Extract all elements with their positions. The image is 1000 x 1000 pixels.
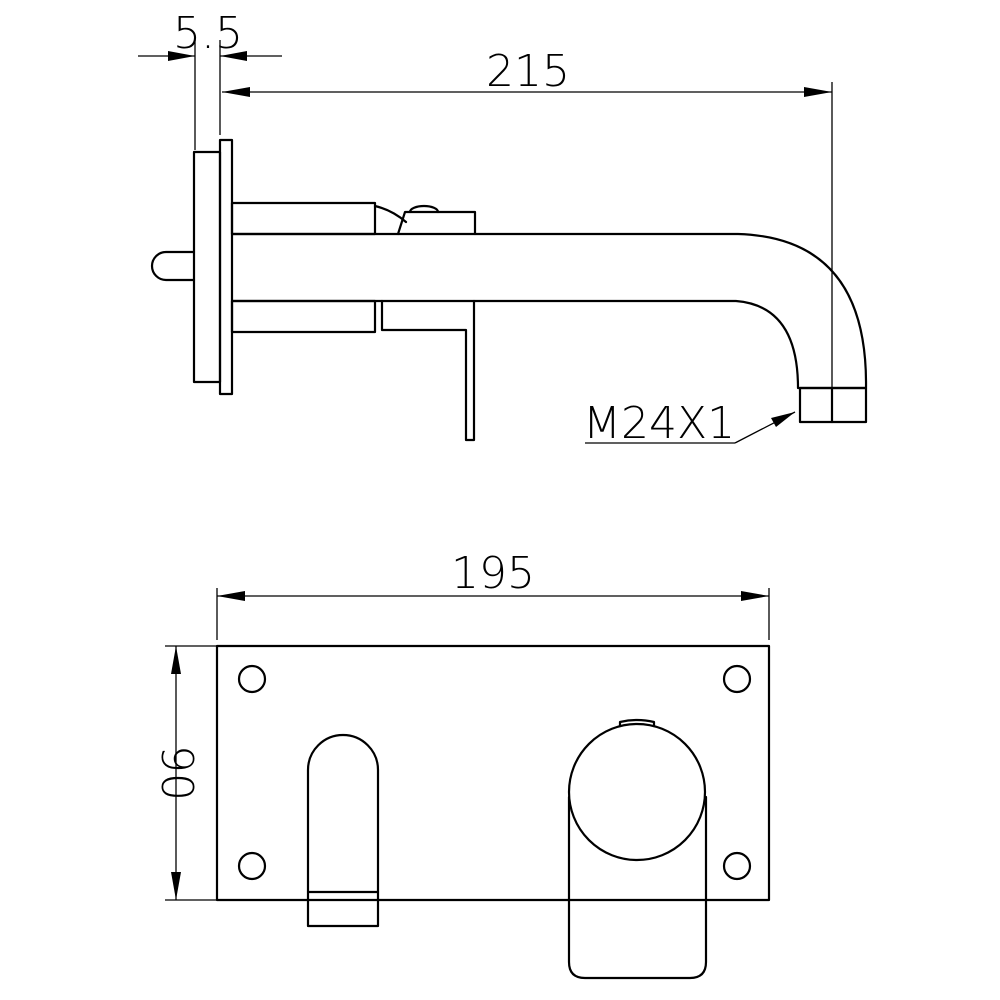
lower-body xyxy=(230,299,377,334)
mounting-hole xyxy=(722,851,752,881)
wall-plate-side xyxy=(192,138,234,396)
lever-top xyxy=(373,204,477,236)
handle-front xyxy=(567,718,708,980)
mounting-hole xyxy=(237,851,267,881)
dim-plate-thickness: 5.5 xyxy=(138,8,282,150)
dim-width: 195 xyxy=(216,548,770,640)
wall-plate-front xyxy=(215,644,771,902)
side-view: 5.5 215 xyxy=(138,8,868,449)
mounting-hole xyxy=(722,664,752,694)
upper-body xyxy=(230,201,377,236)
dim-plate-thickness-label: 5.5 xyxy=(173,8,243,59)
spout-front xyxy=(306,733,380,928)
mounting-hole xyxy=(237,664,267,694)
thread-callout: M24X1 xyxy=(583,398,796,449)
thread-label: M24X1 xyxy=(583,398,735,449)
dim-width-label: 195 xyxy=(451,548,535,599)
spout xyxy=(230,232,868,390)
rear-connector xyxy=(150,250,196,282)
dim-projection: 215 xyxy=(222,46,833,388)
handle xyxy=(380,299,476,442)
dim-height: 90 xyxy=(151,645,217,901)
front-view: 195 90 xyxy=(151,548,771,980)
aerator xyxy=(798,386,868,424)
dim-projection-label: 215 xyxy=(486,46,570,97)
dim-height-label: 90 xyxy=(151,745,202,801)
